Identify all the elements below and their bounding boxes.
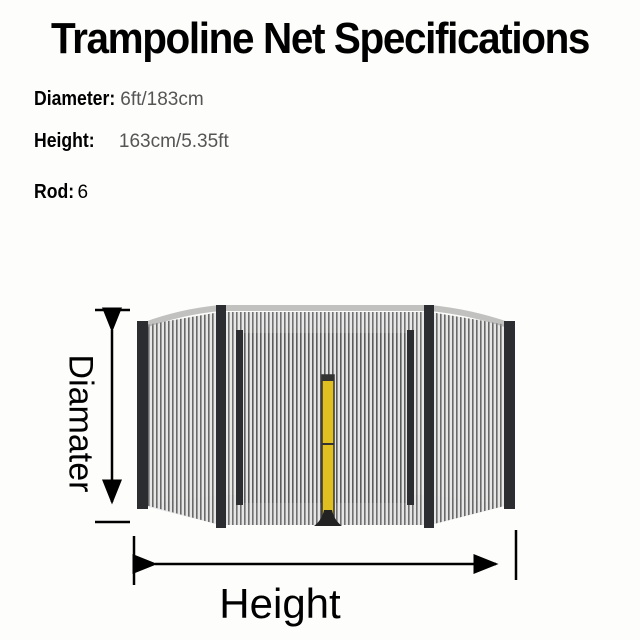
- spec-label: Height:: [34, 130, 95, 152]
- horizontal-dimension-label: Height: [219, 580, 341, 627]
- spec-rod: Rod: 6: [34, 181, 88, 204]
- pole: [236, 330, 243, 505]
- page-title: Trampoline Net Specifications: [50, 14, 590, 63]
- spec-height: Height: 163cm/5.35ft: [34, 130, 229, 153]
- vertical-dimension-label: Diamater: [61, 354, 100, 493]
- spec-diameter: Diameter: 6ft/183cm: [34, 88, 204, 111]
- pole: [137, 321, 148, 509]
- spec-label: Rod:: [34, 181, 75, 203]
- spec-value: 6: [77, 182, 89, 203]
- pole: [216, 305, 226, 528]
- pole: [504, 321, 515, 509]
- pole: [407, 330, 414, 505]
- pole: [424, 305, 434, 528]
- spec-value: 163cm/5.35ft: [118, 131, 229, 152]
- spec-label: Diameter:: [34, 88, 116, 110]
- spec-value: 6ft/183cm: [120, 89, 204, 110]
- zipper: [321, 374, 335, 521]
